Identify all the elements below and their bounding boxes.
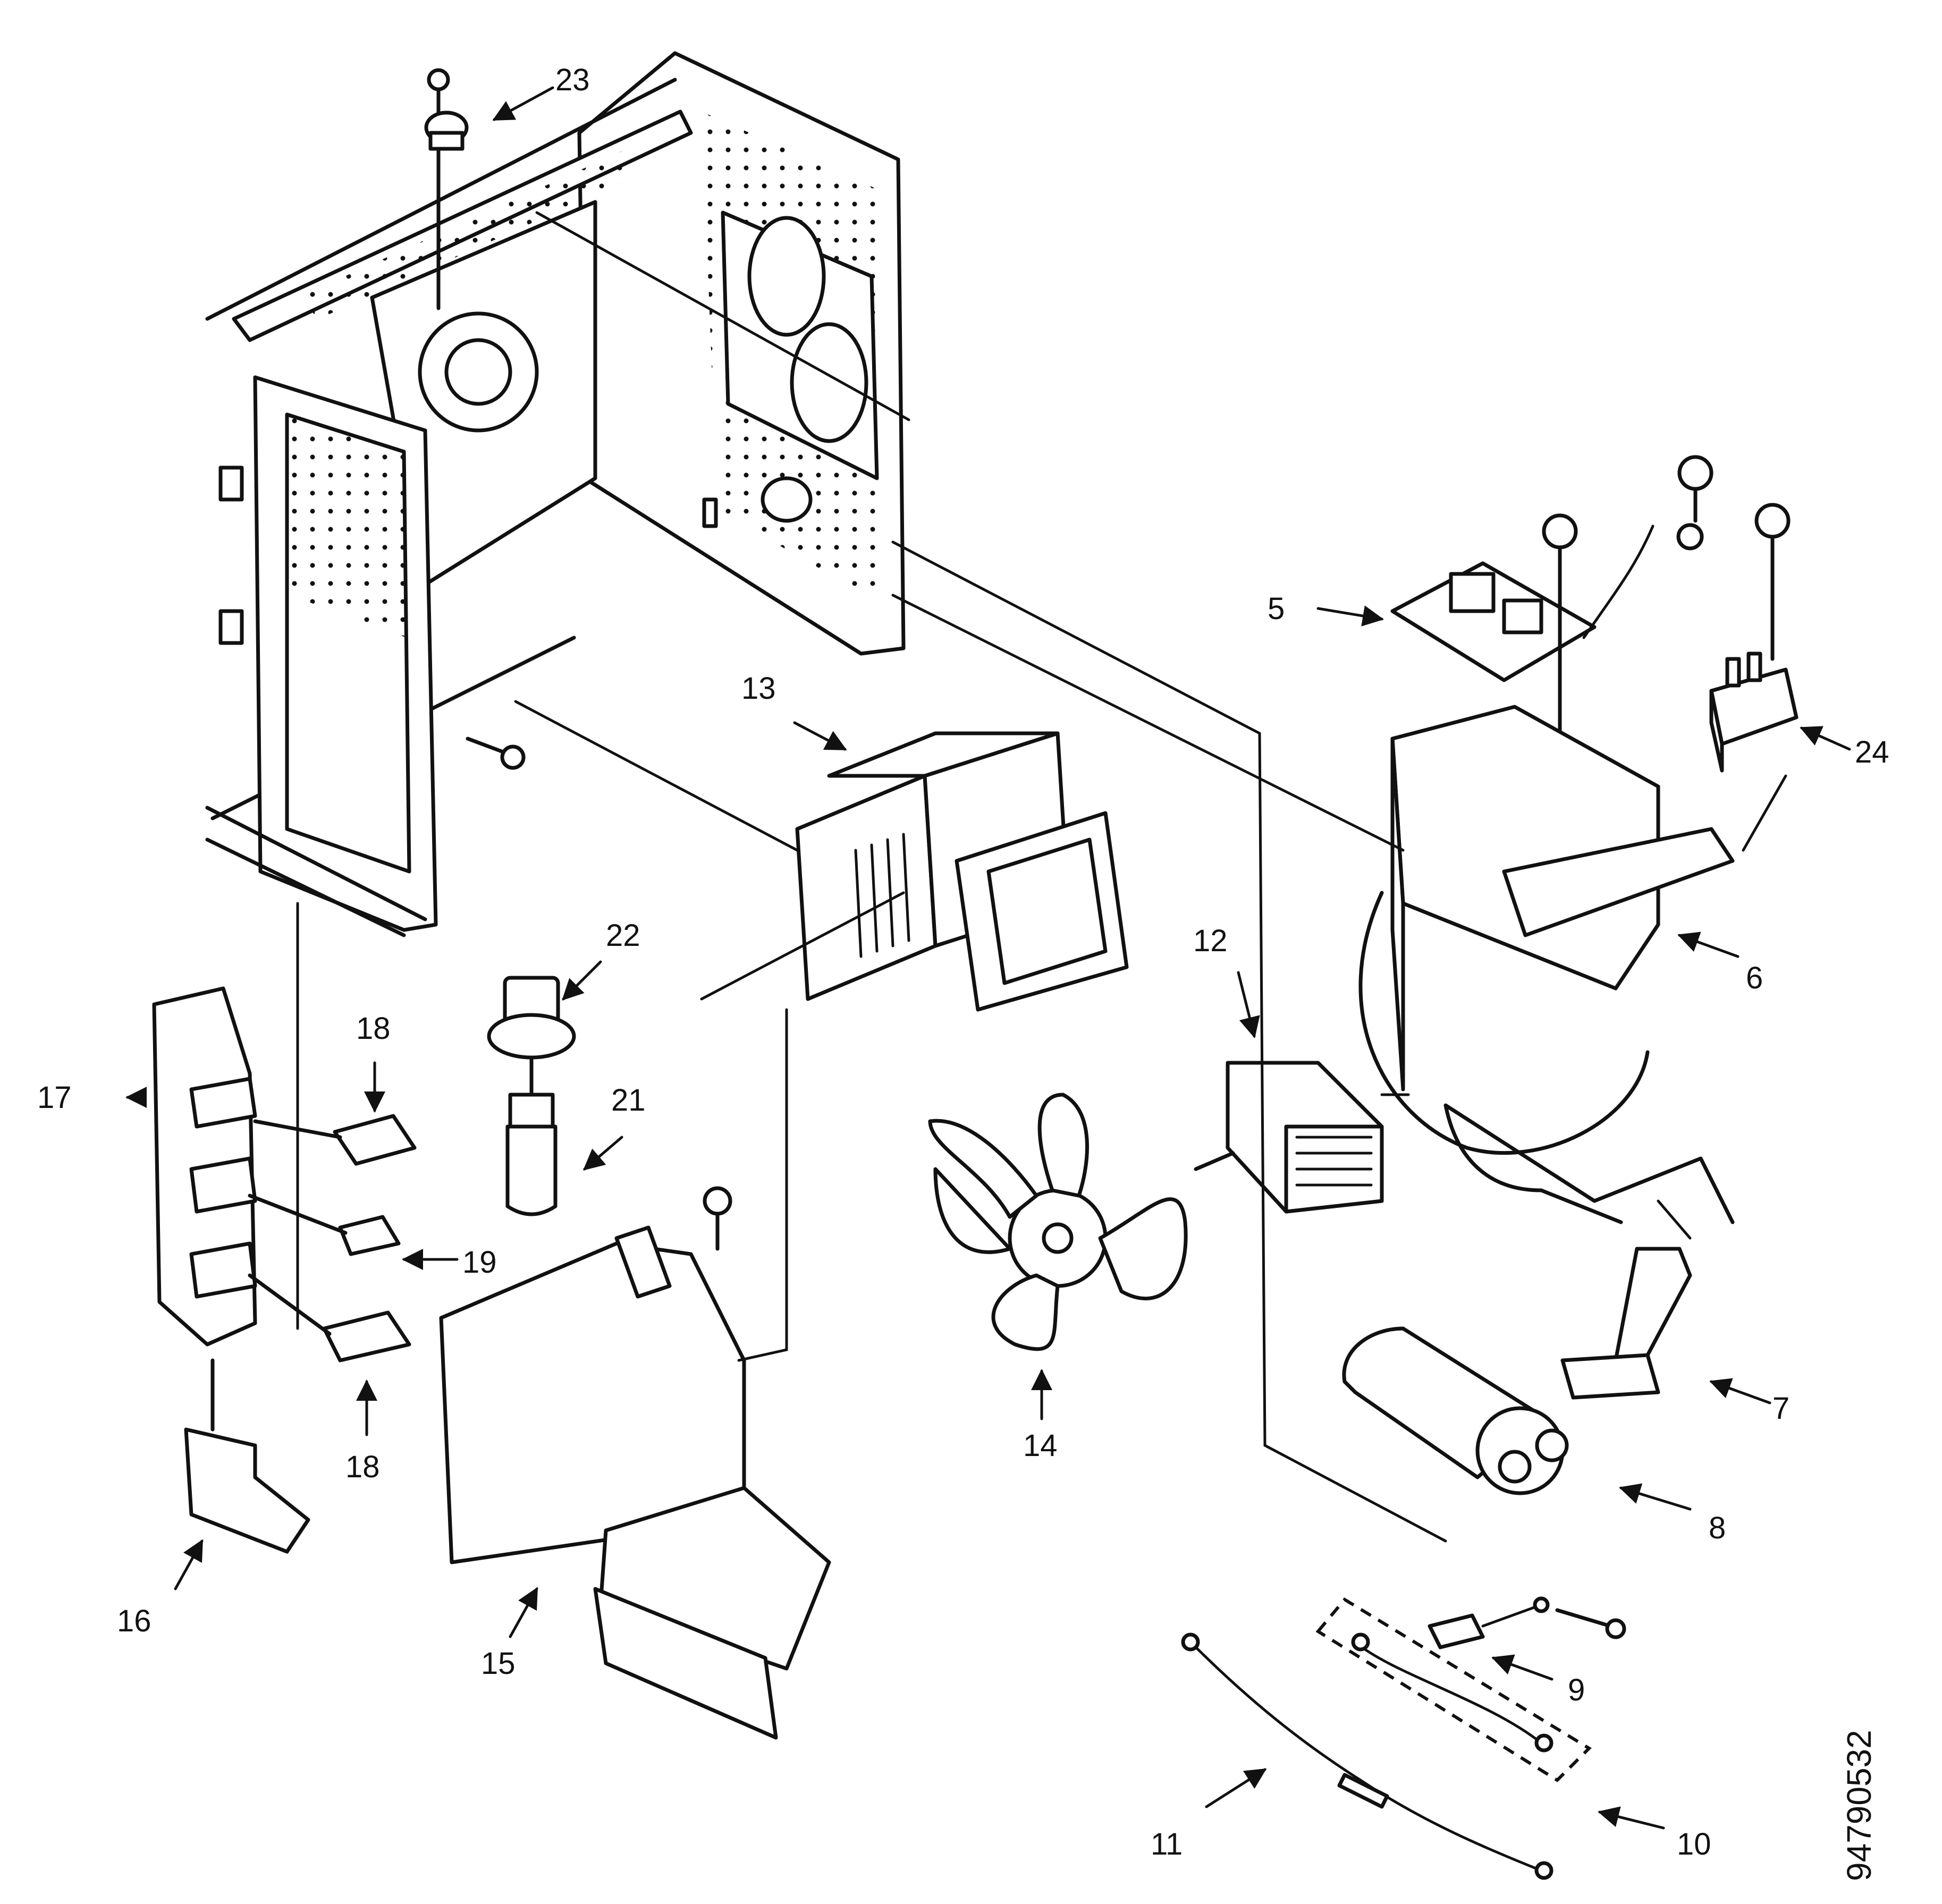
part-15-air-duct [439, 1186, 831, 1740]
label-8: 8 [1709, 1511, 1726, 1545]
part-9-diode [1428, 1596, 1626, 1649]
arrow-11 [1205, 1768, 1267, 1808]
arrow-9 [1491, 1654, 1553, 1681]
label-7: 7 [1772, 1391, 1789, 1426]
arrow-8 [1619, 1483, 1692, 1511]
label-24: 24 [1855, 735, 1889, 769]
arrow-16 [174, 1539, 204, 1590]
part-labels: 23 5 24 13 6 12 22 21 18 17 19 18 14 7 8… [37, 63, 1889, 1861]
part-11-hv-wire [1181, 1632, 1553, 1880]
label-15: 15 [481, 1646, 516, 1681]
label-13: 13 [741, 671, 776, 706]
label-17: 17 [37, 1080, 72, 1115]
label-23: 23 [555, 63, 590, 97]
label-16: 16 [117, 1604, 151, 1638]
arrow-6 [1677, 932, 1740, 958]
part-21-lamp-bulb [505, 1055, 558, 1216]
arrow-13 [793, 721, 847, 751]
part-7-capacitor-bracket [1560, 1247, 1692, 1400]
callout-arrows [125, 86, 1851, 1830]
part-19-micro-switch [248, 1194, 401, 1256]
arrow-7 [1709, 1378, 1771, 1404]
label-18-upper: 18 [356, 1011, 391, 1046]
arrow-21 [582, 1136, 623, 1171]
arrow-5 [1316, 605, 1384, 627]
part-10-hv-fuse-assembly [1315, 1597, 1592, 1782]
part-22-lamp-socket [487, 976, 576, 1060]
arrow-10 [1598, 1806, 1665, 1830]
arrow-22 [562, 960, 602, 1001]
label-6: 6 [1746, 961, 1763, 995]
arrow-24 [1800, 726, 1851, 751]
label-11: 11 [1151, 1827, 1183, 1861]
label-10: 10 [1677, 1827, 1711, 1861]
figure-code: 94790532 [1840, 1730, 1878, 1881]
part-8-hv-capacitor [1342, 1326, 1569, 1495]
label-9: 9 [1568, 1673, 1585, 1707]
part-18-micro-switch-upper [253, 1114, 417, 1166]
arrow-12 [1237, 971, 1260, 1038]
label-19: 19 [462, 1245, 497, 1280]
part-6-fan-housing [1358, 705, 1735, 1224]
label-22: 22 [606, 918, 640, 953]
oven-cavity-chassis [205, 51, 906, 937]
arrow-15 [509, 1587, 538, 1638]
label-21: 21 [611, 1083, 646, 1118]
part-5-noise-filter-board [1390, 455, 1791, 831]
part-17-latch-board [152, 986, 257, 1347]
assembly-leader-lines [296, 211, 1787, 1543]
label-12: 12 [1193, 924, 1228, 958]
part-14-fan-blade [928, 1093, 1188, 1351]
label-14: 14 [1023, 1428, 1058, 1463]
label-5: 5 [1268, 591, 1285, 626]
part-23-thermal-cutout [424, 68, 469, 310]
arrow-23 [492, 86, 554, 121]
part-24-relay [1709, 651, 1799, 773]
part-16-latch-lever [184, 1358, 310, 1554]
label-18-lower: 18 [345, 1450, 380, 1484]
part-12-fan-motor [1194, 1061, 1384, 1214]
part-18-micro-switch-lower [248, 1273, 411, 1363]
part-13-magnetron [795, 731, 1129, 1012]
